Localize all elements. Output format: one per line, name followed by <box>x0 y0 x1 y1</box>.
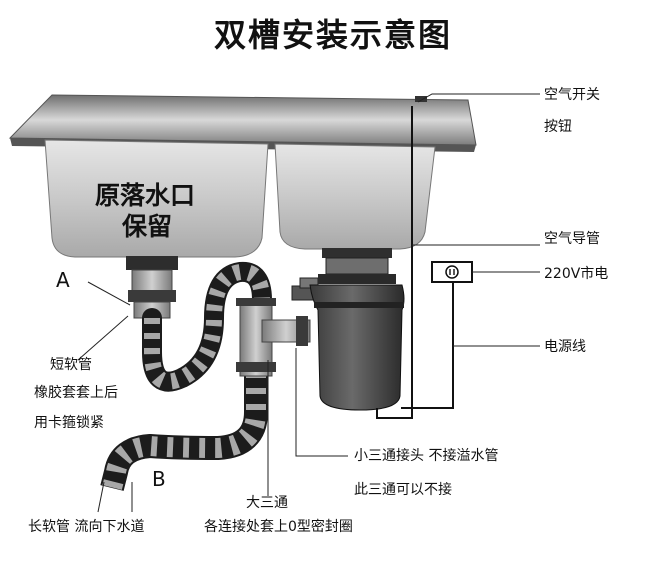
callout-air-switch-1: 空气开关 <box>544 87 600 103</box>
callout-big-tee-2: 各连接处套上0型密封圈 <box>204 519 353 535</box>
callout-power-220v: 220V市电 <box>544 266 609 282</box>
sink-label-line2: 保留 <box>122 212 173 241</box>
short-hose <box>142 261 272 392</box>
air-switch-button <box>415 96 427 102</box>
callout-short-hose-2: 橡胶套套上后 <box>34 385 118 401</box>
callout-short-hose-3: 用卡箍锁紧 <box>34 415 104 431</box>
callout-air-tube: 空气导管 <box>544 231 600 247</box>
garbage-disposer <box>309 284 405 411</box>
marker-a: A <box>56 268 70 292</box>
long-hose <box>100 372 268 491</box>
right-bowl <box>274 143 436 250</box>
power-socket-icon <box>431 261 473 283</box>
callout-long-hose: 长软管 流向下水道 <box>28 519 145 535</box>
callout-small-tee-1: 小三通接头 不接溢水管 <box>354 448 499 464</box>
callout-small-tee-2: 此三通可以不接 <box>354 482 452 498</box>
sink-label-line1: 原落水口 <box>95 181 196 210</box>
left-bowl <box>44 139 269 258</box>
big-tee <box>236 298 311 377</box>
page-title: 双槽安装示意图 <box>213 16 452 54</box>
leader-lines <box>77 93 540 513</box>
power-cord-line <box>401 280 454 409</box>
callout-power-cord: 电源线 <box>544 339 586 355</box>
callout-air-switch-2: 按钮 <box>544 119 572 135</box>
marker-b: B <box>152 467 166 491</box>
air-tube-line <box>376 106 413 419</box>
callout-short-hose-1: 短软管 <box>50 357 92 373</box>
disposer-collar <box>318 248 396 284</box>
callout-big-tee-1: 大三通 <box>246 495 288 511</box>
